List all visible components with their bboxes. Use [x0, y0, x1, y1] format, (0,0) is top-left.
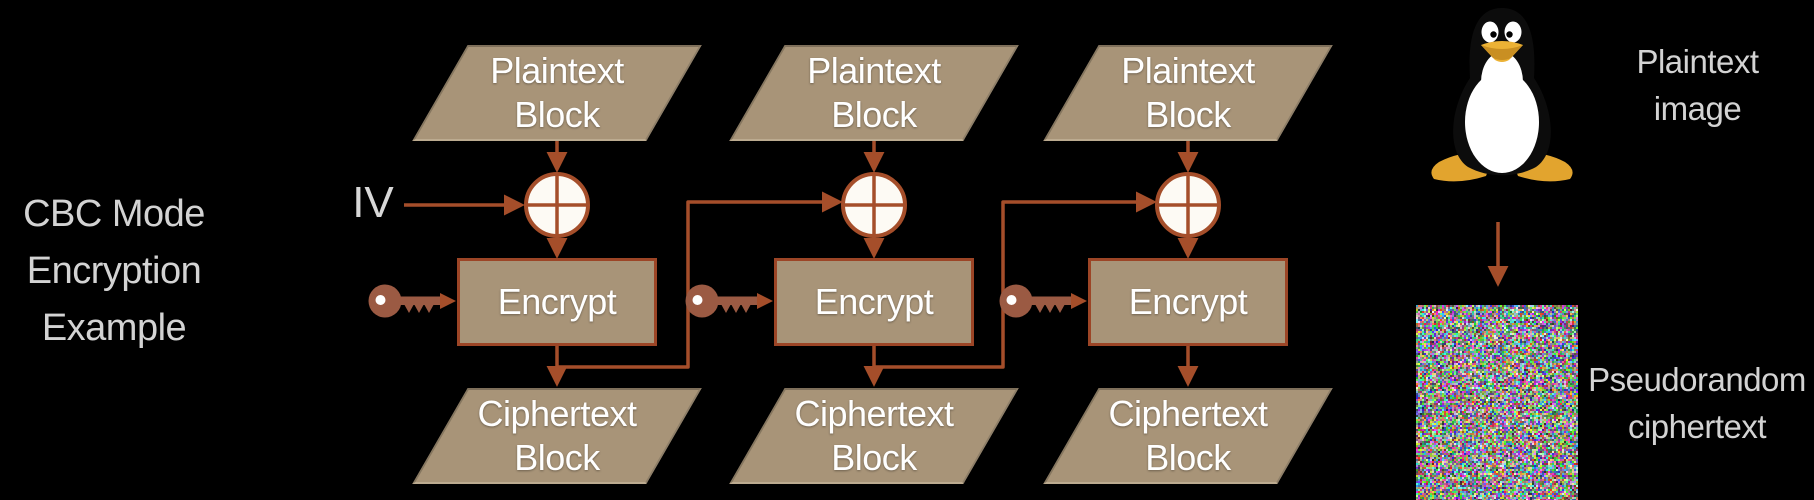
- diagram-title: CBC Mode Encryption Example: [8, 186, 220, 357]
- iv-label: IV: [352, 178, 394, 227]
- xor-icon-3: [1155, 172, 1221, 238]
- encrypt-box-2: Encrypt: [774, 258, 974, 346]
- encrypt-label: Encrypt: [497, 281, 617, 322]
- ciphertext-label-line: Block: [1145, 437, 1231, 478]
- plaintext-label-line: Plaintext: [490, 50, 624, 91]
- plaintext-block-3: Plaintext Block: [1043, 45, 1333, 141]
- ciphertext-label-line: Ciphertext: [477, 393, 637, 434]
- ciphertext-block-2: Ciphertext Block: [729, 388, 1019, 484]
- xor-icon-1: [524, 172, 590, 238]
- key-icon-2: [685, 284, 773, 318]
- ciphertext-label-line: Ciphertext: [794, 393, 954, 434]
- caption-line: Pseudorandom: [1588, 361, 1806, 398]
- tux-penguin-image: [1431, 8, 1573, 182]
- key-icon-1: [368, 284, 456, 318]
- encrypt-label: Encrypt: [1128, 281, 1248, 322]
- ciphertext-block-1: Ciphertext Block: [412, 388, 702, 484]
- pseudorandom-ciphertext-caption: Pseudorandom ciphertext: [1582, 356, 1812, 450]
- ciphertext-label-line: Ciphertext: [1108, 393, 1268, 434]
- caption-line: image: [1653, 90, 1742, 127]
- caption-line: ciphertext: [1627, 408, 1767, 445]
- encrypt-label: Encrypt: [814, 281, 934, 322]
- plaintext-block-2: Plaintext Block: [729, 45, 1019, 141]
- plaintext-image-caption: Plaintext image: [1600, 38, 1795, 132]
- ciphertext-label-line: Block: [514, 437, 600, 478]
- ciphertext-block-3: Ciphertext Block: [1043, 388, 1333, 484]
- plaintext-label-line: Plaintext: [807, 50, 941, 91]
- encrypt-box-1: Encrypt: [457, 258, 657, 346]
- xor-icon-2: [841, 172, 907, 238]
- title-line-3: Example: [41, 307, 187, 349]
- plaintext-block-1: Plaintext Block: [412, 45, 702, 141]
- plaintext-label-line: Block: [514, 94, 600, 135]
- caption-line: Plaintext: [1636, 43, 1759, 80]
- key-icon-3: [999, 284, 1087, 318]
- plaintext-label-line: Block: [831, 94, 917, 135]
- encrypt-box-3: Encrypt: [1088, 258, 1288, 346]
- plaintext-label-line: Block: [1145, 94, 1231, 135]
- ciphertext-noise-image: [1416, 305, 1578, 500]
- title-line-1: CBC Mode: [23, 193, 205, 235]
- title-line-2: Encryption: [26, 250, 202, 292]
- plaintext-label-line: Plaintext: [1121, 50, 1255, 91]
- ciphertext-label-line: Block: [831, 437, 917, 478]
